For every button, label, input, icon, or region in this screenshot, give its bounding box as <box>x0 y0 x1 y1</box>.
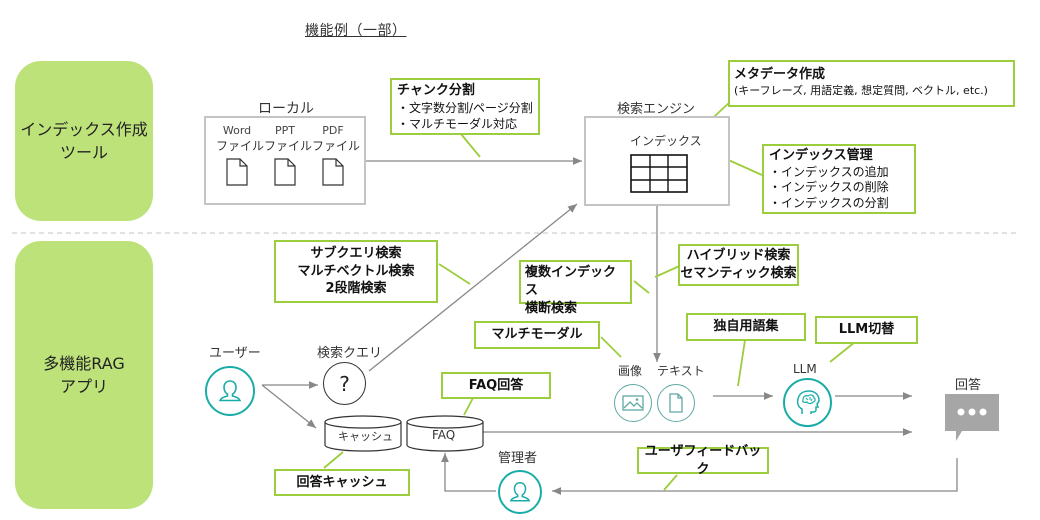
cache-database[interactable] <box>324 415 402 453</box>
callout-line: ハイブリッド検索 <box>686 248 791 264</box>
callout-line: 複数インデックス <box>525 265 617 299</box>
search-engine-box[interactable]: インデックス <box>584 116 730 206</box>
admin-node[interactable] <box>498 470 542 514</box>
file-label: ファイル <box>312 139 361 153</box>
callout-user-feedback: ユーザフィードバック <box>637 444 769 477</box>
user-label: ユーザー <box>209 346 261 361</box>
pointer-multi-index <box>633 280 650 294</box>
image-icon <box>622 395 644 411</box>
callout-detail: (キーフレーズ, 用語定義, 想定質問, ベクトル, etc.) <box>734 83 988 97</box>
file-type: Word <box>222 124 252 137</box>
person-icon <box>218 380 242 402</box>
text-node[interactable] <box>657 384 695 422</box>
local-label: ローカル <box>258 101 314 117</box>
callout-item: ・インデックスの分割 <box>769 196 889 211</box>
file-label: ファイル <box>264 139 313 153</box>
file-type: PDF <box>322 124 344 137</box>
image-node[interactable] <box>614 384 652 422</box>
pointer-glossary <box>737 339 746 387</box>
callout-heading: チャンク分割 <box>397 83 475 98</box>
callout-metadata: メタデータ作成 (キーフレーズ, 用語定義, 想定質問, ベクトル, etc.) <box>728 60 1015 107</box>
faq-database[interactable] <box>406 415 484 453</box>
local-files-box: Word ファイル PPT ファイル PDF ファイル <box>204 116 366 205</box>
callout-glossary: 独自用語集 <box>686 313 806 341</box>
document-icon <box>226 158 248 186</box>
callout-subquery-search: サブクエリ検索 マルチベクトル検索 2段階検索 <box>274 240 438 303</box>
callout-index-management: インデックス管理 ・インデックスの追加 ・インデックスの削除 ・インデックスの分… <box>762 144 916 214</box>
file-ppt[interactable]: PPT ファイル <box>264 124 313 190</box>
callout-multi-index: 複数インデックス 横断検索 <box>519 260 632 316</box>
document-icon <box>322 158 344 186</box>
callout-answer-cache: 回答キャッシュ <box>274 469 410 496</box>
callout-item: ・インデックスの追加 <box>769 164 889 179</box>
file-label: ファイル <box>216 139 265 153</box>
llm-node[interactable] <box>783 378 832 427</box>
user-node[interactable] <box>205 366 255 416</box>
page-title: 機能例（一部） <box>305 23 407 39</box>
search-engine-label: 検索エンジン <box>617 102 696 117</box>
callout-chunk-split: チャンク分割 ・文字数分割/ページ分割 ・マルチモーダル対応 <box>390 78 540 135</box>
image-label: 画像 <box>618 364 643 378</box>
callout-line: 横断検索 <box>525 301 578 317</box>
pointer-faq-answer <box>463 397 474 416</box>
file-type: PPT <box>275 124 295 137</box>
person-icon <box>509 482 531 502</box>
faq-label: FAQ <box>432 428 456 442</box>
index-table-icon <box>630 154 688 193</box>
callout-item: ・文字数分割/ページ分割 <box>397 100 533 115</box>
callout-heading: メタデータ作成 <box>734 67 826 82</box>
callout-item: ・インデックスの削除 <box>769 180 889 195</box>
category-index-tool: インデックス作成 ツール <box>15 61 153 221</box>
file-pdf[interactable]: PDF ファイル <box>312 124 361 190</box>
document-icon <box>669 393 683 413</box>
llm-label: LLM <box>793 362 817 376</box>
callout-faq-answer: FAQ回答 <box>441 372 551 399</box>
index-label: インデックス <box>630 134 702 148</box>
callout-line: 2段階検索 <box>325 281 387 297</box>
callout-multimodal: マルチモーダル <box>474 321 600 349</box>
answer-label: 回答 <box>955 378 982 393</box>
callout-line: セマンティック検索 <box>680 266 797 281</box>
pointer-llm-switch <box>829 341 856 363</box>
pointer-chunk <box>460 133 481 158</box>
pointer-subquery <box>438 263 471 285</box>
brain-head-icon <box>796 389 820 414</box>
callout-llm-switch: LLM切替 <box>815 316 918 344</box>
arrow-user-to-cache <box>261 384 317 429</box>
arrow-admin-to-faq <box>441 453 496 492</box>
pointer-answer-cache <box>323 451 344 469</box>
admin-label: 管理者 <box>498 451 538 466</box>
text-label: テキスト <box>657 364 705 378</box>
answer-bubble-icon <box>945 394 999 441</box>
query-node[interactable]: ? <box>323 362 366 405</box>
document-icon <box>274 158 296 186</box>
callout-hybrid-search: ハイブリッド検索 セマンティック検索 <box>678 244 799 286</box>
callout-heading: インデックス管理 <box>769 148 873 163</box>
pointer-multimodal <box>600 336 622 358</box>
callout-line: サブクエリ検索 <box>310 246 402 262</box>
cache-label: キャッシュ <box>338 430 393 443</box>
file-word[interactable]: Word ファイル <box>216 124 265 190</box>
category-rag-app: 多機能RAG アプリ <box>15 241 153 509</box>
query-label: 検索クエリ <box>317 346 383 361</box>
callout-item: ・マルチモーダル対応 <box>397 116 518 131</box>
callout-line: マルチベクトル検索 <box>297 263 415 279</box>
